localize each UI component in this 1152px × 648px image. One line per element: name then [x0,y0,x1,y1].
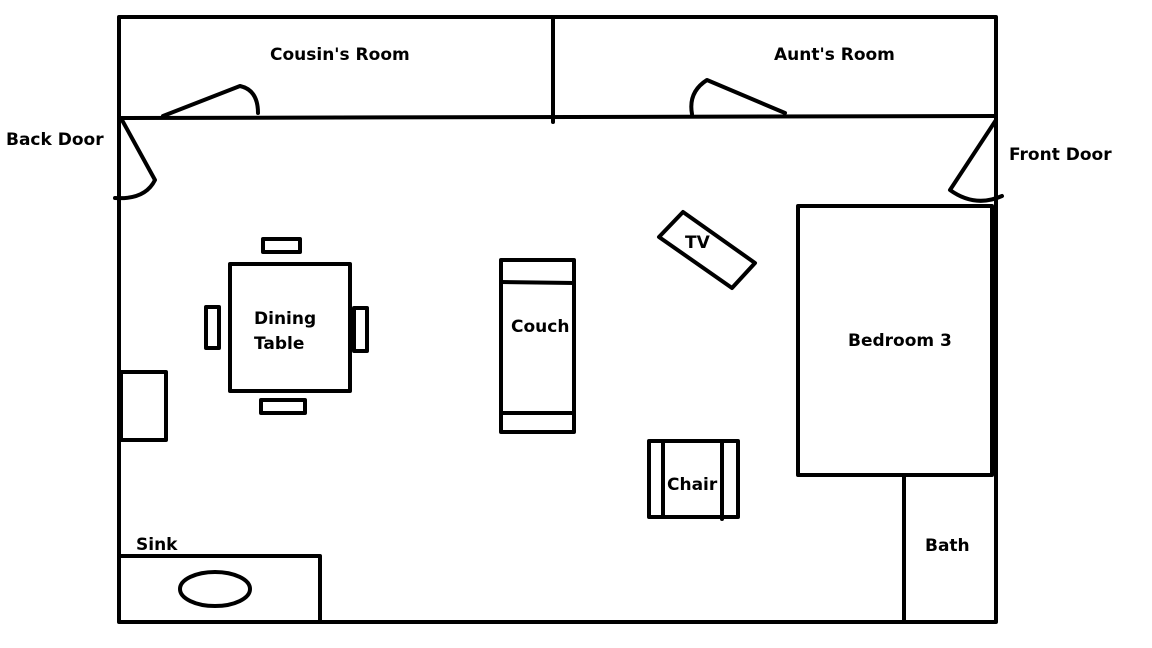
chair-label: Chair [667,475,718,495]
dining-chair-right [352,306,369,353]
back-door-label: Back Door [6,130,104,150]
chair [647,439,740,519]
tv [657,210,757,290]
sink-label: Sink [136,535,178,555]
aunts-room-label: Aunt's Room [774,45,895,65]
couch-back-line [499,280,576,285]
bedroom-3-label: Bedroom 3 [848,331,952,351]
dining-table [228,262,352,393]
couch [499,258,576,434]
outer-wall [117,15,998,624]
front-door-label: Front Door [1009,145,1112,165]
cousins-room-door [161,84,260,118]
bedroom-3-room [796,204,994,477]
front-door [948,118,1004,203]
aunts-room-door [689,78,787,116]
dining-table-label-line1: Dining [254,309,316,329]
tv-label: TV [685,233,711,253]
back-door [113,118,157,201]
couch-label: Couch [511,317,569,337]
top-rooms-wall [119,114,997,120]
dining-chair-left [204,305,221,350]
cousins-room-label: Cousin's Room [270,45,410,65]
dining-chair-bottom [259,398,307,415]
dining-chair-top [261,237,302,254]
sink-basin [178,570,252,608]
bath-label: Bath [925,536,970,556]
sink-counter [117,554,322,624]
left-wall-cabinet [119,370,168,442]
dining-table-label-line2: Table [254,334,304,354]
